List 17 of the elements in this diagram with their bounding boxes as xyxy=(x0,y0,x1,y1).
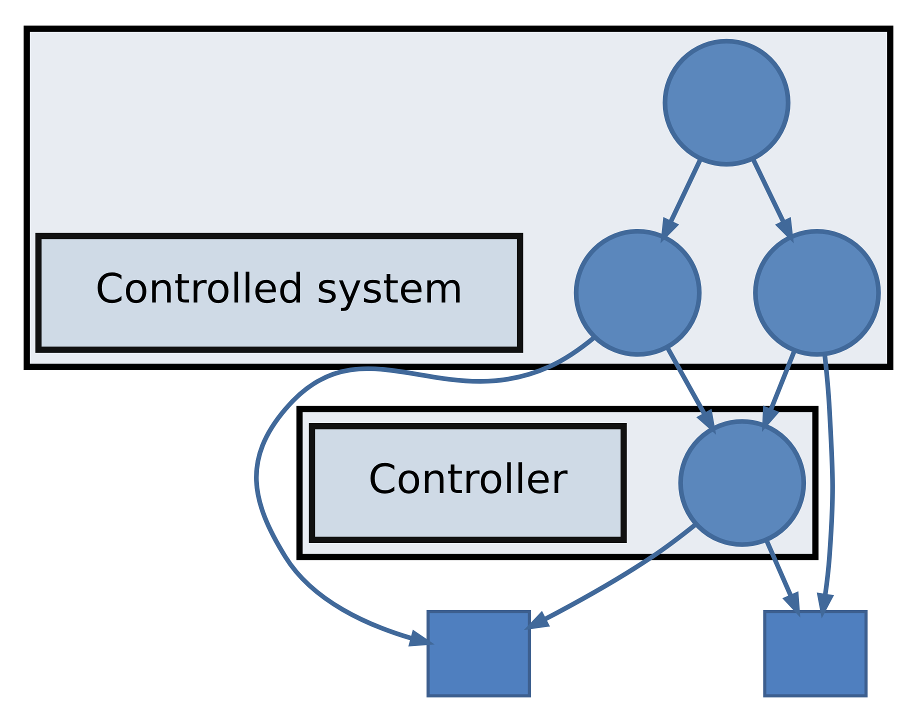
arrow xyxy=(254,334,596,646)
node-box: Controller xyxy=(308,422,627,543)
arrow xyxy=(660,157,703,243)
arrow xyxy=(816,354,835,618)
node-box: Controlled system xyxy=(35,232,524,352)
node-box xyxy=(426,610,531,697)
arrow xyxy=(524,522,698,630)
node-circle xyxy=(678,418,806,546)
arrow xyxy=(750,157,794,243)
node-circle xyxy=(753,228,881,356)
node-box xyxy=(763,610,868,697)
arrow xyxy=(665,345,716,434)
arrow xyxy=(764,538,800,618)
cluster xyxy=(24,25,894,370)
node-circle xyxy=(662,38,790,166)
arrow xyxy=(762,349,797,432)
node-circle xyxy=(574,228,702,356)
